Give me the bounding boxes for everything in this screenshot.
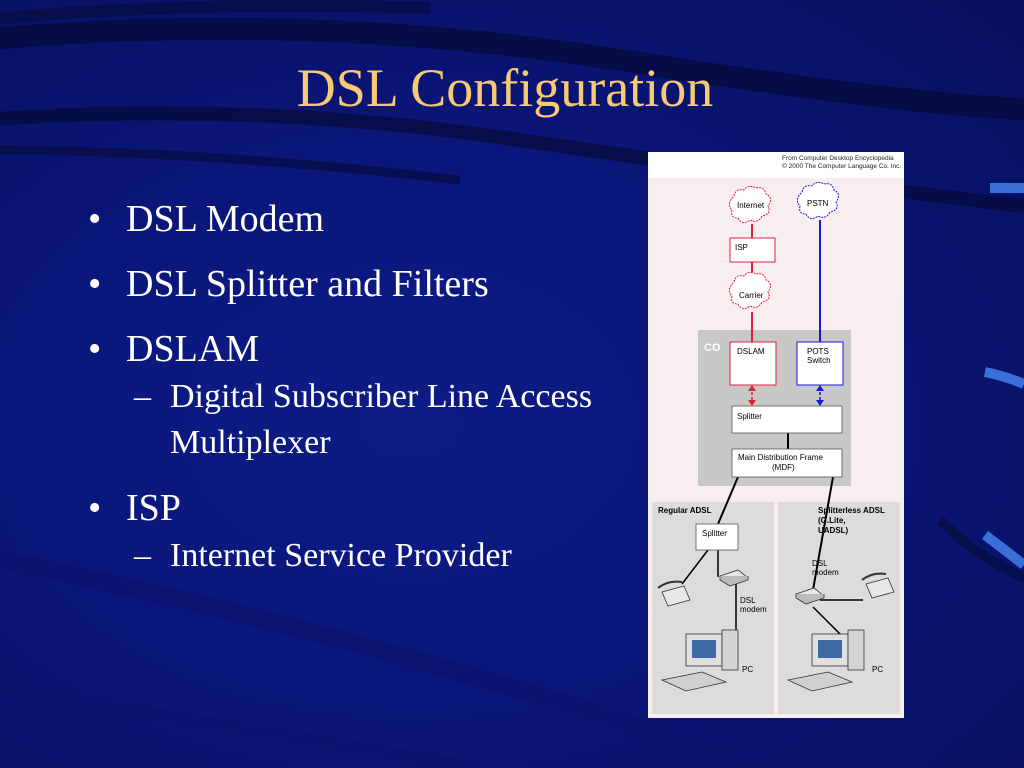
splitterless-label-line1: Splitterless ADSL [818,506,885,515]
co-splitter-box [731,405,843,434]
sub-list: – Internet Service Provider [134,533,648,579]
credit-line-2: © 2000 The Computer Language Co. Inc. [782,162,901,170]
splitterless-modem-label-line1: DSL [812,559,828,568]
bullet-item: • DSL Modem [88,196,648,242]
arrow-icon [748,385,756,391]
bullet-item: • ISP – Internet Service Provider [88,485,648,579]
internet-label: Internet [737,201,765,210]
isp-box [729,237,776,263]
arrow-icon [816,400,824,406]
dash-symbol: – [134,537,151,574]
co-splitter-label: Splitter [737,412,762,421]
regular-modem-label-line1: DSL [740,596,756,605]
mdf-label-line1: Main Distribution Frame [738,453,823,462]
pots-label-line2: Switch [807,356,831,365]
isp-label: ISP [735,243,748,252]
bullet-item: • DSLAM – Digital Subscriber Line Access… [88,326,648,466]
dsl-modem-icon [719,569,749,587]
wire [681,549,709,585]
dsl-modem-icon [795,587,825,605]
splitterless-modem-label-line2: modem [812,568,839,577]
regular-adsl-label: Regular ADSL [658,506,712,515]
slide-title: DSL Configuration [296,58,714,118]
co-label: CO [704,342,721,354]
dash-symbol: – [134,378,151,415]
pots-switch-box [796,341,844,386]
sub-text: Internet Service Provider [170,537,512,574]
arrow-icon [748,400,756,406]
mdf-label-line2: (MDF) [772,463,795,472]
bullet-item: • DSL Splitter and Filters [88,261,648,307]
carrier-label: Carrier [739,291,764,300]
dsl-diagram: From Computer Desktop Encyclopedia © 200… [648,152,904,718]
home-splitter-label: Splitter [702,529,727,538]
home-splitter-box [695,523,739,551]
dslam-box [729,341,777,386]
pc-icon [660,629,739,692]
regular-pc-label: PC [742,665,753,674]
wire [717,476,739,525]
bullet-list: • DSL Modem • DSL Splitter and Filters •… [88,196,648,598]
splitterless-pc-label: PC [872,665,883,674]
pstn-cloud-icon: PSTN [796,181,840,220]
mdf-box [731,448,843,478]
telephone-icon [861,572,895,599]
bullet-symbol: • [88,198,102,240]
pc-icon [786,629,865,692]
pstn-label: PSTN [807,199,829,208]
carrier-cloud-icon: Carrier [728,271,772,310]
sub-list: – Digital Subscriber Line Access Multipl… [134,374,648,466]
sub-text: Digital Subscriber Line Access Multiplex… [170,378,593,461]
bullet-symbol: • [88,263,102,305]
bullet-symbol: • [88,487,102,529]
credit-line-1: From Computer Desktop Encyclopedia [782,155,894,162]
arrow-icon [816,385,824,391]
splitterless-label-line3: UADSL) [818,526,849,535]
telephone-icon [657,580,691,607]
bullet-text: DSL Modem [126,198,325,240]
dslam-label: DSLAM [737,347,765,356]
bullet-text: ISP [126,487,181,529]
bullet-text: DSL Splitter and Filters [126,263,489,305]
bullet-text: DSLAM [126,328,260,370]
sub-item: – Digital Subscriber Line Access Multipl… [134,374,648,466]
pots-label-line1: POTS [807,347,829,356]
bullet-symbol: • [88,328,102,370]
splitterless-label-line2: (G.Lite, [818,516,846,525]
internet-cloud-icon: Internet [728,185,772,224]
wire [812,476,834,591]
regular-modem-label-line2: modem [740,605,767,614]
sub-item: – Internet Service Provider [134,533,648,579]
